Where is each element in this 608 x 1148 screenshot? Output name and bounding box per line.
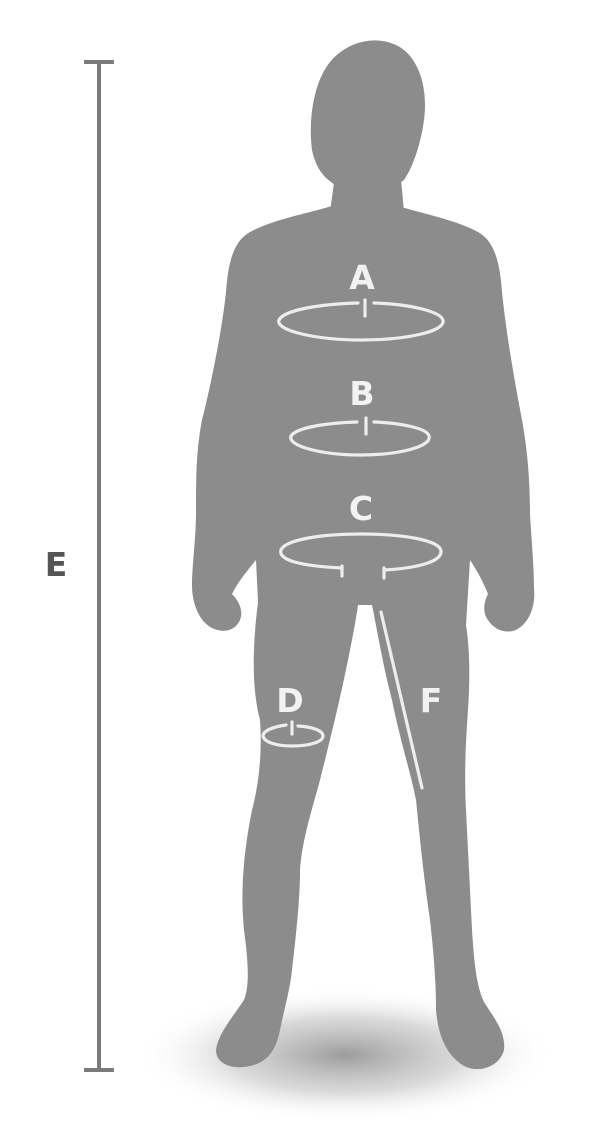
head [311, 40, 425, 186]
inseam-label: F [420, 681, 443, 720]
height-ruler [86, 62, 112, 1070]
chest-label: A [349, 258, 375, 297]
thigh-label: D [276, 681, 303, 720]
waist-label: B [349, 374, 374, 413]
body-silhouette [192, 40, 534, 1069]
neck [330, 168, 404, 212]
hips-label: C [349, 489, 373, 528]
body [192, 206, 534, 1069]
height-label: E [45, 545, 68, 584]
